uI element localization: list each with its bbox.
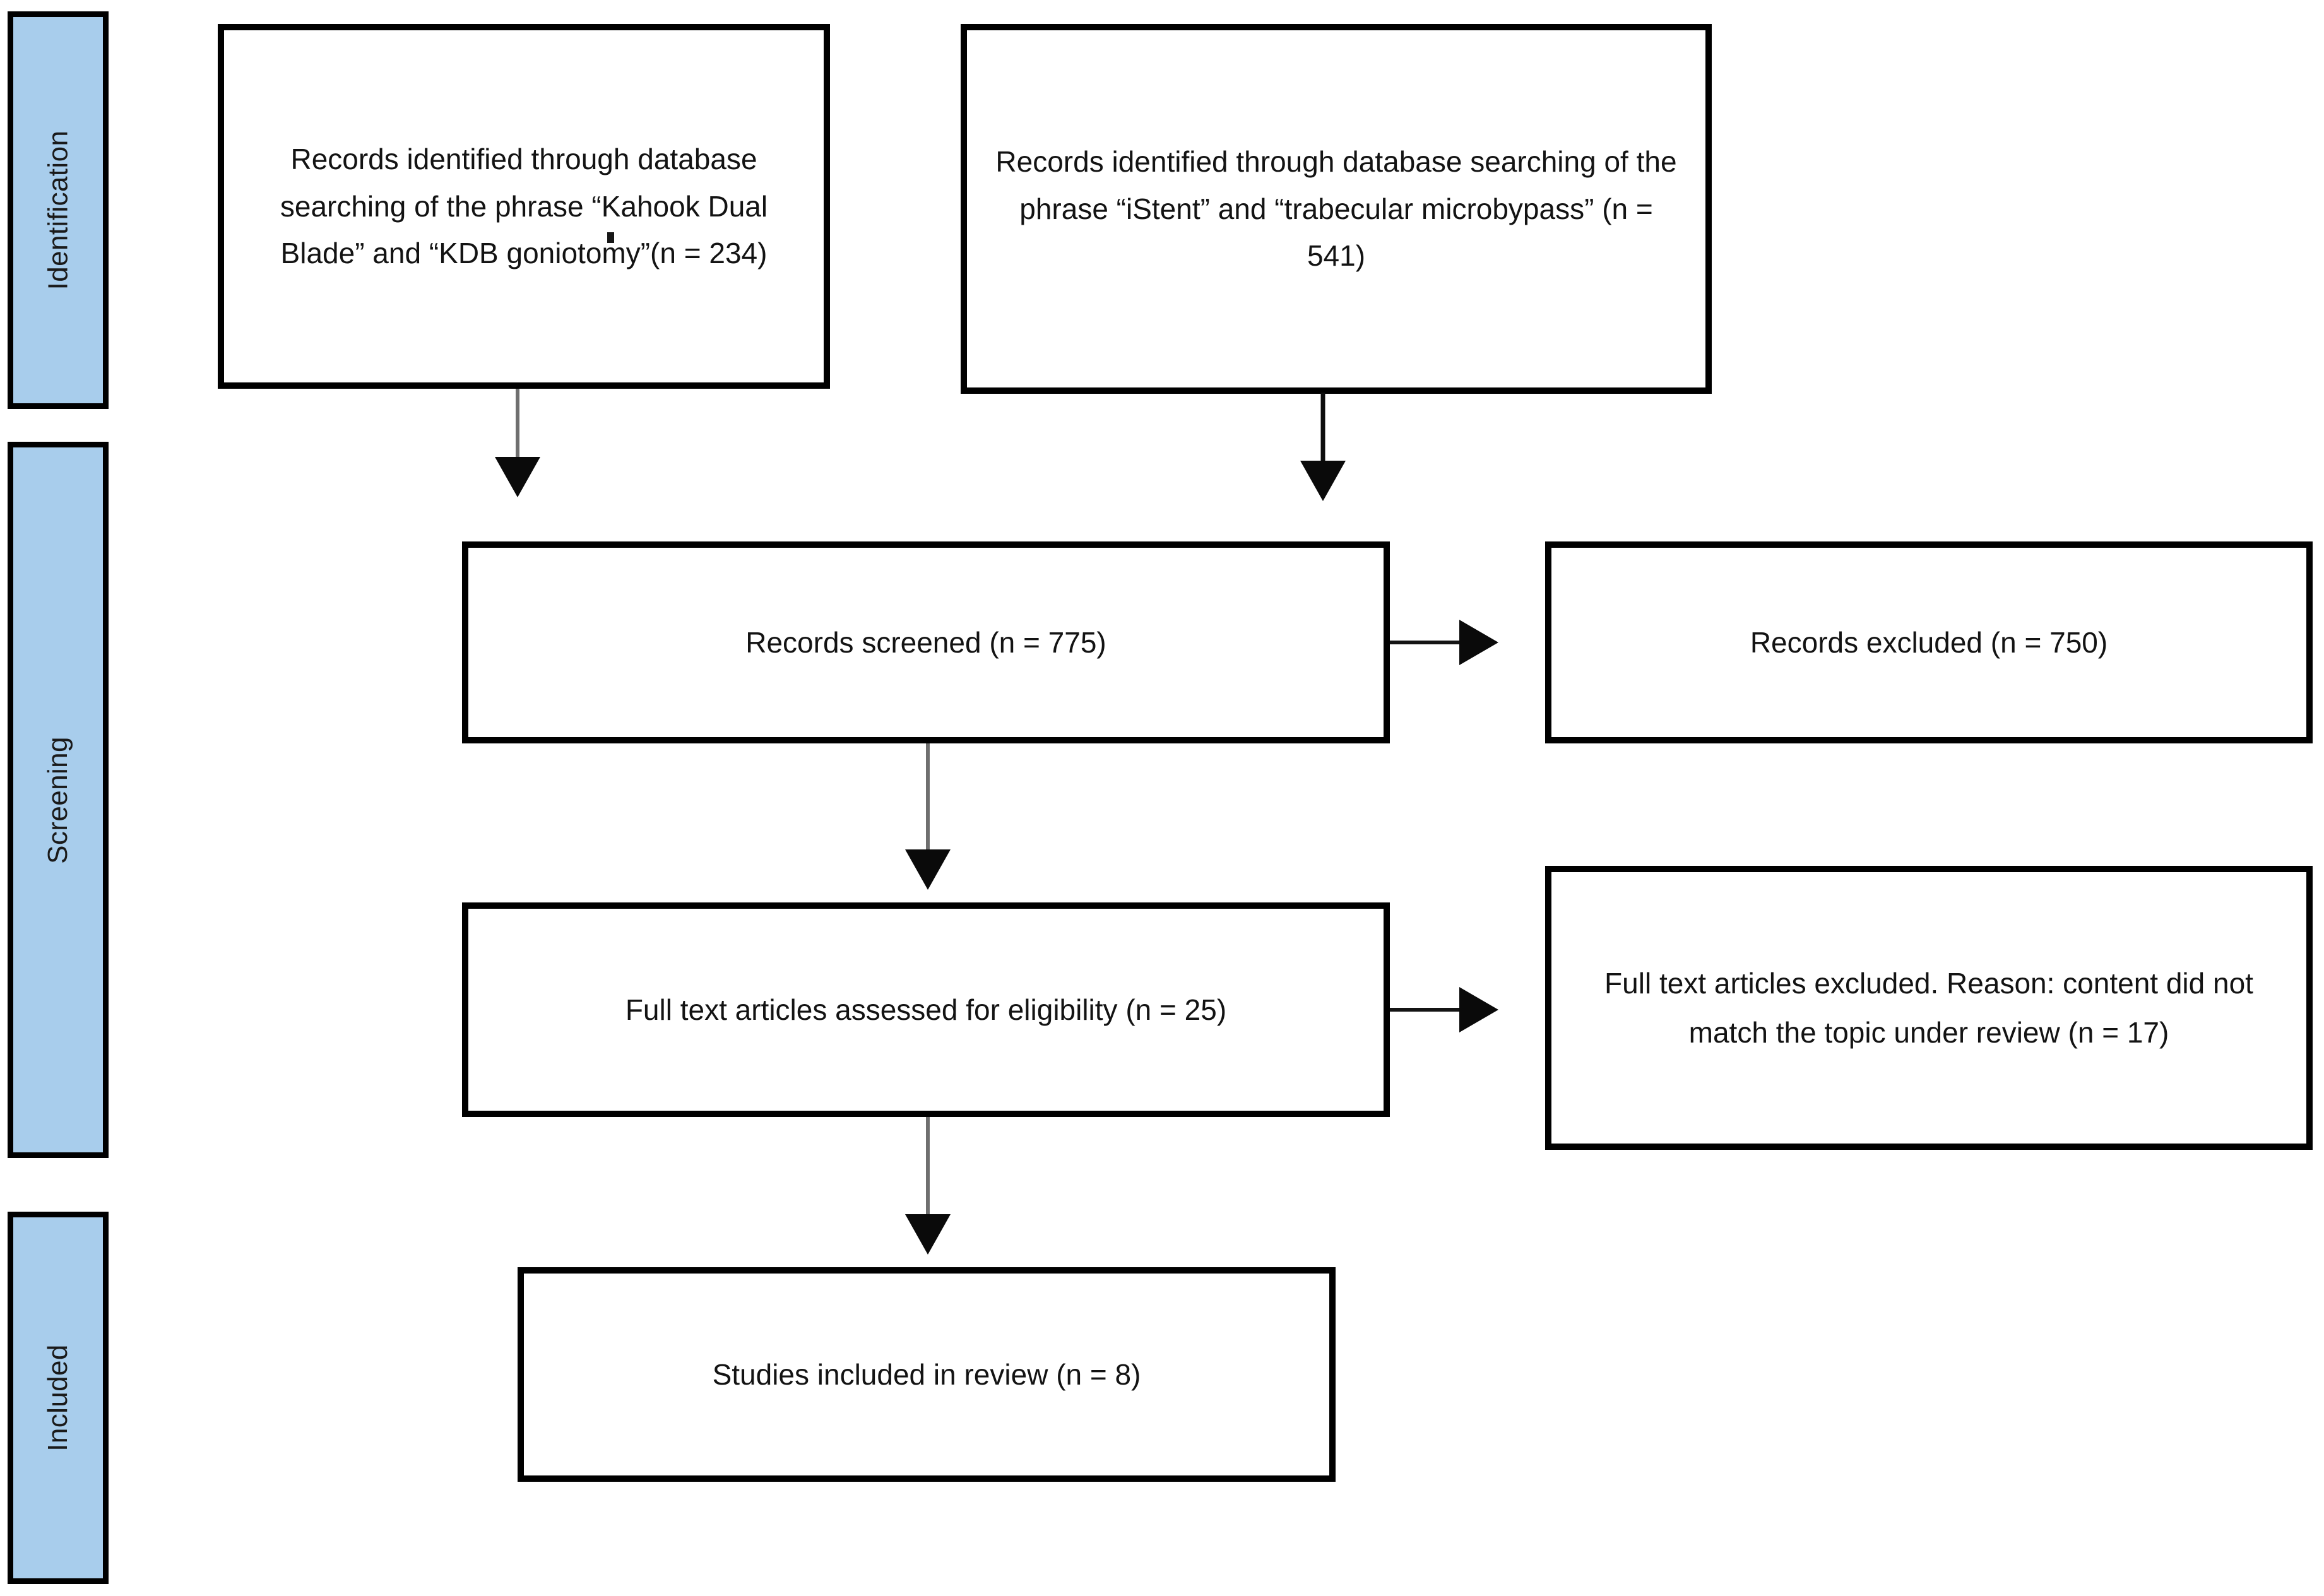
box-records-identified-kdb: Records identified through database sear… xyxy=(218,24,830,389)
box-records-excluded-text: Records excluded (n = 750) xyxy=(1750,625,2108,659)
arrow-stem xyxy=(1390,1008,1461,1012)
box-studies-included-text: Studies included in review (n = 8) xyxy=(712,1357,1141,1391)
stage-label-identification: Identification xyxy=(42,130,73,290)
stage-band-included: Included xyxy=(8,1212,109,1584)
stage-label-included: Included xyxy=(42,1344,73,1451)
arrow-kdb-to-screened xyxy=(492,389,543,497)
arrow-screened-to-excluded xyxy=(1390,620,1498,665)
arrow-stem xyxy=(1390,641,1461,644)
arrow-head xyxy=(1300,461,1346,501)
box-full-text-assessed-text: Full text articles assessed for eligibil… xyxy=(625,993,1227,1026)
stage-band-screening: Screening xyxy=(8,442,109,1158)
arrow-assessed-to-excluded xyxy=(1390,987,1498,1032)
arrow-stem xyxy=(926,1117,930,1217)
box-records-identified-kdb-text: Records identified through database sear… xyxy=(280,143,768,270)
box-records-identified-istent-text: Records identified through database sear… xyxy=(995,145,1677,273)
arrow-head xyxy=(905,849,951,890)
arrow-head xyxy=(905,1214,951,1255)
arrow-istent-to-screened xyxy=(1298,393,1348,501)
arrow-stem xyxy=(516,389,519,459)
box-full-text-assessed: Full text articles assessed for eligibil… xyxy=(462,902,1390,1117)
box-records-excluded: Records excluded (n = 750) xyxy=(1545,541,2313,743)
box-full-text-excluded: Full text articles excluded. Reason: con… xyxy=(1545,866,2313,1150)
stage-band-identification: Identification xyxy=(8,11,109,409)
ink-speck xyxy=(607,232,614,243)
box-full-text-excluded-text: Full text articles excluded. Reason: con… xyxy=(1604,966,2253,1049)
box-records-screened-text: Records screened (n = 775) xyxy=(745,625,1106,659)
arrow-assessed-to-included xyxy=(903,1117,953,1255)
arrow-screened-to-assessed xyxy=(903,743,953,890)
box-studies-included: Studies included in review (n = 8) xyxy=(518,1267,1336,1482)
box-records-screened: Records screened (n = 775) xyxy=(462,541,1390,743)
arrow-stem xyxy=(1320,393,1325,463)
arrow-head xyxy=(1459,620,1498,665)
arrow-head xyxy=(495,457,540,497)
box-records-identified-istent: Records identified through database sear… xyxy=(961,24,1712,394)
arrow-stem xyxy=(926,743,930,852)
stage-label-screening: Screening xyxy=(42,736,74,864)
arrow-head xyxy=(1459,987,1498,1032)
